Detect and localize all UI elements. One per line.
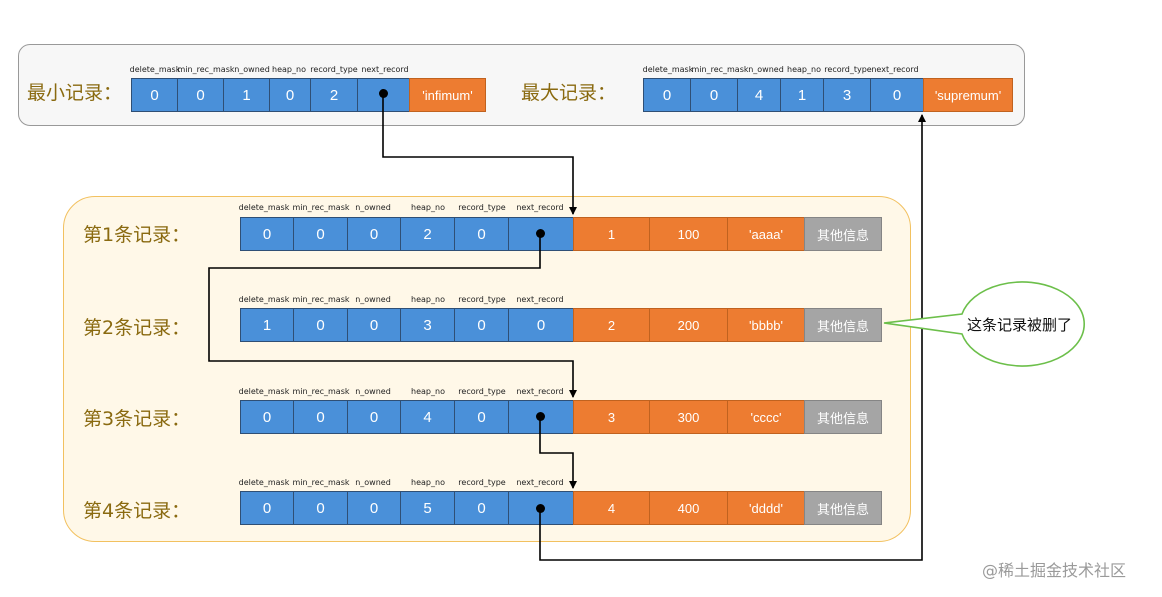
infimum-header-heap-no: heap_no	[272, 65, 306, 74]
record-1-header-delete-mask: delete_mask	[238, 203, 290, 212]
record-4-header-record-type: record_type	[458, 478, 506, 487]
arrow-record-3-to-record-4	[539, 417, 577, 489]
record-1-heap-no-cell: 2	[400, 217, 455, 251]
supremum-heap-no-cell: 1	[780, 78, 824, 112]
callout-bubble	[883, 281, 1085, 367]
record-3-pointer-dot	[536, 412, 545, 421]
record-3-delete-mask-cell: 0	[240, 400, 294, 434]
record-4-header-delete-mask: delete_mask	[238, 478, 290, 487]
record-4-col3-cell: 'dddd'	[727, 491, 805, 525]
supremum-header-heap-no: heap_no	[787, 65, 821, 74]
record-2-delete-mask-cell: 1	[240, 308, 294, 342]
infimum-label: 最小记录：	[27, 82, 123, 104]
callout-text: 这条记录被删了	[967, 316, 1073, 334]
record-1-delete-mask-cell: 0	[240, 217, 294, 251]
infimum-data-cell: 'infimum'	[409, 78, 486, 112]
infimum-pointer-dot	[379, 89, 388, 98]
record-4-header-heap-no: heap_no	[411, 478, 445, 487]
arrow-record-1-to-record-3	[208, 234, 577, 398]
record-3-label: 第3条记录：	[83, 408, 191, 430]
supremum-header-next-record: next_record	[871, 65, 919, 74]
supremum-header-n-owned: n_owned	[748, 65, 784, 74]
record-2-label: 第2条记录：	[83, 317, 191, 339]
record-1-label: 第1条记录：	[83, 224, 191, 246]
record-4-other-info-cell: 其他信息	[804, 491, 882, 525]
record-3-header-heap-no: heap_no	[411, 387, 445, 396]
record-2-n-owned-cell: 0	[347, 308, 401, 342]
record-3-record-type-cell: 0	[454, 400, 509, 434]
record-2-other-info-cell: 其他信息	[804, 308, 882, 342]
record-4-min-rec-mask-cell: 0	[293, 491, 348, 525]
infimum-header-delete-mask: delete_mask	[129, 65, 181, 74]
record-2-header-n-owned: n_owned	[355, 295, 391, 304]
user-records-box	[63, 196, 911, 542]
record-1-other-info-cell: 其他信息	[804, 217, 882, 251]
infimum-header-record-type: record_type	[310, 65, 358, 74]
record-3-other-info-cell: 其他信息	[804, 400, 882, 434]
record-4-n-owned-cell: 0	[347, 491, 401, 525]
record-2-header-heap-no: heap_no	[411, 295, 445, 304]
record-4-header-min-rec-mask: min_rec_mask	[292, 478, 350, 487]
record-4-label: 第4条记录：	[83, 500, 191, 522]
supremum-header-delete-mask: delete_mask	[642, 65, 694, 74]
infimum-header-next-record: next_record	[361, 65, 409, 74]
record-3-header-min-rec-mask: min_rec_mask	[292, 387, 350, 396]
record-4-record-type-cell: 0	[454, 491, 509, 525]
record-2-col3-cell: 'bbbb'	[727, 308, 805, 342]
record-2-heap-no-cell: 3	[400, 308, 455, 342]
record-1-pointer-dot	[536, 229, 545, 238]
record-3-header-delete-mask: delete_mask	[238, 387, 290, 396]
record-3-header-next-record: next_record	[516, 387, 564, 396]
record-3-col3-cell: 'cccc'	[727, 400, 805, 434]
record-4-header-next-record: next_record	[516, 478, 564, 487]
record-1-header-heap-no: heap_no	[411, 203, 445, 212]
record-1-n-owned-cell: 0	[347, 217, 401, 251]
record-4-header-n-owned: n_owned	[355, 478, 391, 487]
record-2-header-min-rec-mask: min_rec_mask	[292, 295, 350, 304]
supremum-next-record-cell: 0	[870, 78, 924, 112]
supremum-record-type-cell: 3	[823, 78, 871, 112]
infimum-header-n-owned: n_owned	[234, 65, 270, 74]
supremum-n-owned-cell: 4	[737, 78, 781, 112]
record-4-col2-cell: 400	[649, 491, 728, 525]
record-1-header-next-record: next_record	[516, 203, 564, 212]
watermark: @稀土掘金技术社区	[982, 561, 1127, 580]
infimum-record-type-cell: 2	[310, 78, 358, 112]
supremum-data-cell: 'supremum'	[923, 78, 1013, 112]
record-1-header-min-rec-mask: min_rec_mask	[292, 203, 350, 212]
record-3-col1-cell: 3	[573, 400, 650, 434]
infimum-header-min-rec-mask: min_rec_mask	[177, 65, 235, 74]
supremum-header-min-rec-mask: min_rec_mask	[691, 65, 749, 74]
record-1-col1-cell: 1	[573, 217, 650, 251]
record-3-min-rec-mask-cell: 0	[293, 400, 348, 434]
record-2-record-type-cell: 0	[454, 308, 509, 342]
supremum-label: 最大记录：	[521, 82, 617, 104]
infimum-n-owned-cell: 1	[223, 78, 270, 112]
record-4-pointer-dot	[536, 504, 545, 513]
record-1-header-record-type: record_type	[458, 203, 506, 212]
infimum-heap-no-cell: 0	[269, 78, 311, 112]
infimum-min-rec-mask-cell: 0	[177, 78, 224, 112]
record-3-n-owned-cell: 0	[347, 400, 401, 434]
arrow-infimum-to-record-1	[382, 94, 577, 215]
supremum-delete-mask-cell: 0	[643, 78, 691, 112]
arrow-record-4-to-supremum	[539, 114, 926, 561]
record-2-header-record-type: record_type	[458, 295, 506, 304]
record-1-header-n-owned: n_owned	[355, 203, 391, 212]
record-3-header-record-type: record_type	[458, 387, 506, 396]
record-3-header-n-owned: n_owned	[355, 387, 391, 396]
record-3-col2-cell: 300	[649, 400, 728, 434]
record-2-col1-cell: 2	[573, 308, 650, 342]
record-2-header-delete-mask: delete_mask	[238, 295, 290, 304]
supremum-header-record-type: record_type	[824, 65, 872, 74]
supremum-min-rec-mask-cell: 0	[690, 78, 738, 112]
record-2-header-next-record: next_record	[516, 295, 564, 304]
infimum-delete-mask-cell: 0	[131, 78, 178, 112]
